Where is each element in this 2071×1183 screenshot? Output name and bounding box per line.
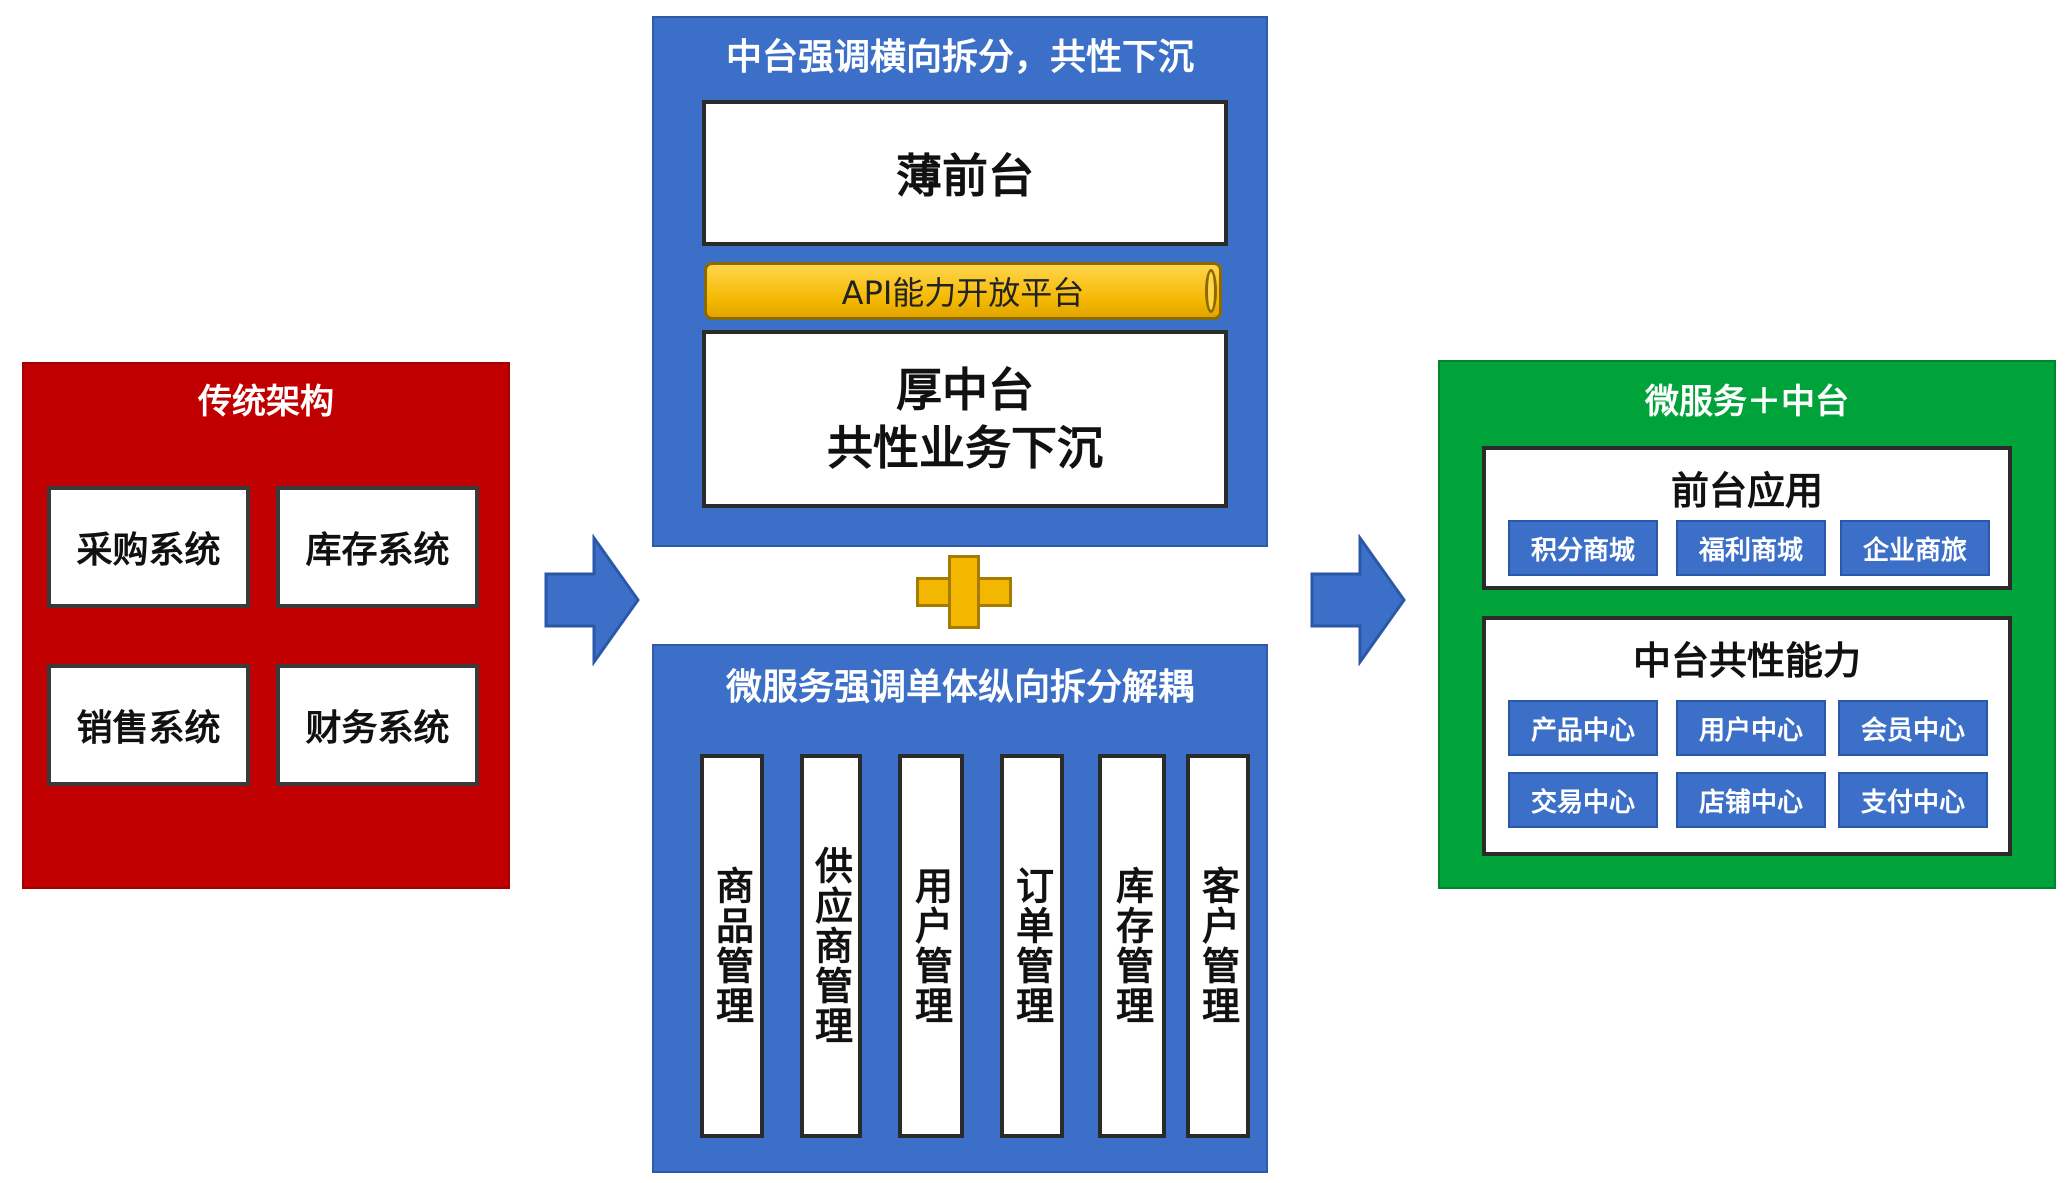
front-apps-section: 前台应用 积分商城 福利商城 企业商旅 xyxy=(1482,446,2012,590)
common-business-label: 共性业务下沉 xyxy=(827,421,1103,475)
module-column: 客户管理 xyxy=(1186,754,1250,1138)
module-label: 商品管理 xyxy=(709,866,754,1026)
traditional-architecture-panel: 传统架构 采购系统 库存系统 销售系统 财务系统 xyxy=(22,362,510,889)
procurement-system-box: 采购系统 xyxy=(47,486,250,608)
capability-chip: 店铺中心 xyxy=(1676,772,1826,828)
right-arrow-icon xyxy=(1310,534,1406,666)
module-label: 订单管理 xyxy=(1009,866,1054,1026)
module-column: 订单管理 xyxy=(1000,754,1064,1138)
thin-front-box: 薄前台 xyxy=(702,100,1228,246)
capabilities-title: 中台共性能力 xyxy=(1632,639,1861,683)
capability-chip: 用户中心 xyxy=(1676,700,1826,756)
capability-chip: 产品中心 xyxy=(1508,700,1658,756)
capability-chip: 交易中心 xyxy=(1508,772,1658,828)
finance-system-box: 财务系统 xyxy=(276,664,479,786)
thin-front-label: 薄前台 xyxy=(896,149,1034,203)
thick-middle-label: 厚中台 xyxy=(896,363,1034,417)
module-label: 用户管理 xyxy=(908,866,953,1026)
module-column: 用户管理 xyxy=(898,754,964,1138)
thick-middle-box: 厚中台 共性业务下沉 xyxy=(702,330,1228,508)
capabilities-section: 中台共性能力 产品中心 用户中心 会员中心 交易中心 店铺中心 支付中心 xyxy=(1482,616,2012,856)
middle-platform-panel: 中台强调横向拆分，共性下沉 薄前台 API能力开放平台 厚中台 共性业务下沉 xyxy=(652,16,1268,547)
api-bar-end-cap xyxy=(1205,269,1217,313)
sales-system-box: 销售系统 xyxy=(47,664,250,786)
microservices-title: 微服务强调单体纵向拆分解耦 xyxy=(725,667,1194,708)
module-label: 供应商管理 xyxy=(808,846,853,1046)
traditional-architecture-title: 传统架构 xyxy=(198,382,334,422)
module-column: 库存管理 xyxy=(1098,754,1166,1138)
microservices-plus-middle-panel: 微服务＋中台 前台应用 积分商城 福利商城 企业商旅 中台共性能力 产品中心 用… xyxy=(1438,360,2056,889)
microservices-panel: 微服务强调单体纵向拆分解耦 商品管理 供应商管理 用户管理 订单管理 库存管理 … xyxy=(652,644,1268,1173)
module-label: 客户管理 xyxy=(1195,866,1240,1026)
module-column: 供应商管理 xyxy=(800,754,862,1138)
api-platform-bar: API能力开放平台 xyxy=(704,262,1222,320)
module-column: 商品管理 xyxy=(700,754,764,1138)
front-app-chip: 福利商城 xyxy=(1676,520,1826,576)
module-label: 库存管理 xyxy=(1109,866,1154,1026)
capability-chip: 会员中心 xyxy=(1838,700,1988,756)
middle-platform-title: 中台强调横向拆分，共性下沉 xyxy=(725,37,1194,78)
front-apps-title: 前台应用 xyxy=(1670,469,1823,513)
plus-icon-center xyxy=(951,580,977,604)
inventory-system-box: 库存系统 xyxy=(276,486,479,608)
api-platform-label: API能力开放平台 xyxy=(841,274,1085,312)
front-app-chip: 积分商城 xyxy=(1508,520,1658,576)
front-app-chip: 企业商旅 xyxy=(1840,520,1990,576)
capability-chip: 支付中心 xyxy=(1838,772,1988,828)
right-arrow-icon xyxy=(544,534,640,666)
combined-title: 微服务＋中台 xyxy=(1645,382,1849,422)
